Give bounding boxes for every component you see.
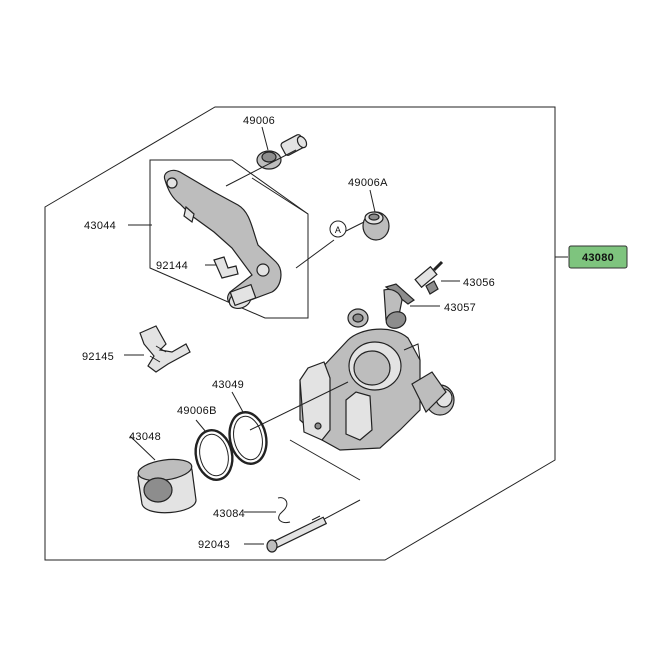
label-43056: 43056	[463, 277, 495, 289]
r-clip-43084	[277, 497, 291, 523]
label-43048: 43048	[129, 431, 161, 443]
bracket-group-boundary	[149, 159, 309, 319]
label-43084: 43084	[213, 508, 245, 520]
leader-49006b	[195, 419, 207, 433]
dust-seal-49006b	[194, 429, 234, 481]
label-43080: 43080	[582, 252, 614, 264]
axis-line-pin	[289, 439, 361, 481]
callout-a-label: A	[335, 225, 341, 235]
caliper-body	[299, 288, 455, 451]
label-92043: 92043	[198, 539, 230, 551]
label-49006a: 49006A	[348, 177, 388, 189]
label-49006: 49006	[243, 115, 275, 127]
label-43049: 43049	[212, 379, 244, 391]
piston-seal-43049	[228, 411, 268, 465]
leader-43048	[129, 435, 156, 461]
piston-43048	[137, 458, 197, 514]
leader-49006	[261, 126, 269, 151]
boot-49006a	[362, 211, 390, 241]
label-43057: 43057	[444, 302, 476, 314]
clip-92144	[213, 256, 239, 279]
caliper-bracket-43044	[163, 169, 282, 310]
label-92144: 92144	[156, 260, 188, 272]
axis-line-upper	[225, 149, 297, 187]
axis-line-bracket	[251, 177, 309, 215]
pad-pin-92043	[266, 515, 328, 553]
leader-49006a	[369, 189, 376, 213]
callout-a-circle	[329, 220, 347, 238]
axis-line-a	[295, 239, 335, 269]
label-92145: 92145	[82, 351, 114, 363]
axis-line-piston	[249, 381, 349, 431]
label-43044: 43044	[84, 220, 116, 232]
label-49006b: 49006B	[177, 405, 217, 417]
slide-pin-49006	[256, 134, 308, 170]
bleeder-valve-43056	[414, 260, 444, 295]
leader-43049	[231, 391, 244, 413]
assembly-boundary	[44, 106, 556, 561]
pad-spring-92145	[139, 325, 191, 373]
assembly-label-box	[568, 245, 628, 269]
